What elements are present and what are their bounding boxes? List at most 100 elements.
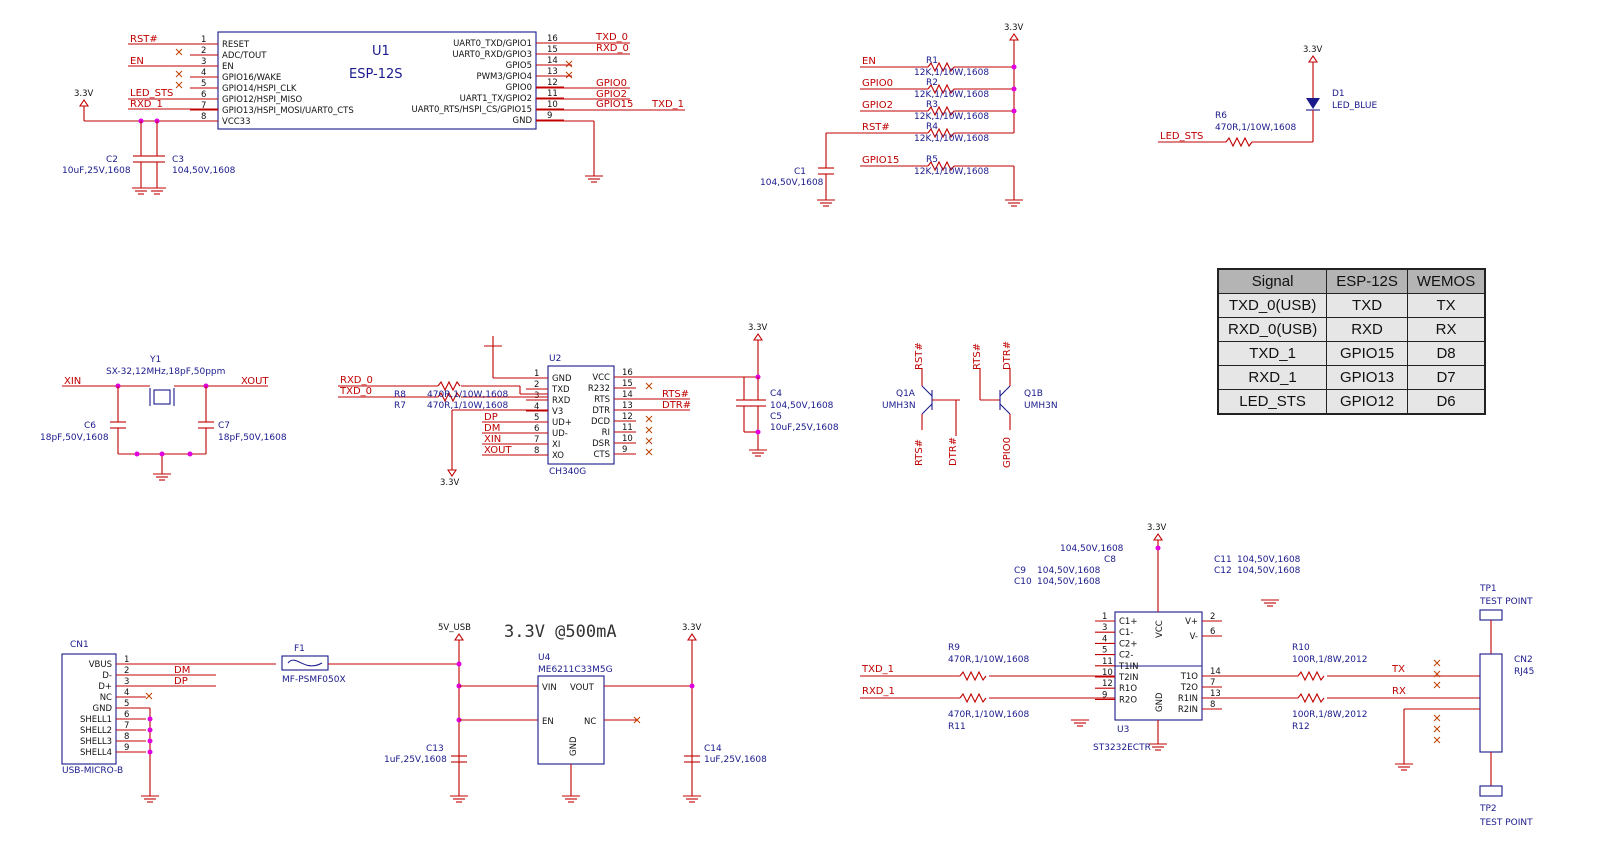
pin-number: 2 [201, 46, 206, 56]
table-cell: D8 [1406, 341, 1486, 366]
r5-value: 12K,1/10W,1608 [914, 167, 989, 177]
pin-number: 4 [124, 688, 129, 698]
pin-name: V- [1190, 632, 1198, 642]
c12-ref: C12 [1214, 566, 1232, 576]
pin-number: 14 [1210, 667, 1221, 677]
pin-name: R1IN [1178, 694, 1198, 704]
pin-name: R2O [1119, 695, 1137, 705]
y1-ref: Y1 [149, 355, 161, 365]
c11-value: 104,50V,1608 [1237, 555, 1301, 565]
pin-number: 10 [1102, 668, 1113, 678]
pin-number: 16 [622, 368, 633, 378]
regulator-note: 3.3V @500mA [504, 622, 617, 642]
c5-ref: C5 [770, 412, 782, 422]
u4-regulator: 3.3V @500mA 5V_USB U4 ME6211C33M5G VIN V… [384, 622, 767, 796]
table-header-cell: Signal [1217, 268, 1328, 294]
pin-name: XO [552, 451, 564, 461]
net-xin-u2: XIN [484, 434, 501, 445]
r7-ref: R7 [394, 401, 406, 411]
pin-number: 10 [622, 434, 633, 444]
c9-value: 104,50V,1608 [1037, 566, 1101, 576]
table-cell: TXD_1 [1217, 341, 1328, 366]
u1-ref: U1 [372, 44, 390, 59]
pin-name: C2+ [1119, 639, 1137, 649]
net-led-sts: LED_STS [130, 88, 173, 99]
r5-ref: R5 [926, 155, 938, 165]
pin-name: V3 [552, 407, 563, 417]
table-cell: LED_STS [1217, 389, 1328, 415]
r3-value: 12K,1/10W,1608 [914, 112, 989, 122]
pin-name: R1O [1119, 684, 1137, 694]
ground-icon [153, 473, 171, 481]
f1-part: MF-PSMF050X [282, 675, 346, 685]
r8-value: 470R,1/10W,1608 [427, 390, 508, 400]
reg-5v-label: 5V_USB [438, 623, 471, 633]
pin-name: UART0_RTS/HSPI_CS/GPIO15 [411, 105, 532, 115]
pin-name: GPIO12/HSPI_MISO [222, 95, 302, 105]
u4-vout: VOUT [570, 683, 595, 693]
r4-ref: R4 [926, 122, 938, 132]
pin-number: 8 [1210, 700, 1215, 710]
pin-number: 11 [622, 423, 633, 433]
pin-name: VCC [592, 373, 610, 383]
cn1-ref: CN1 [70, 640, 89, 650]
pin-name: NC [100, 693, 112, 703]
fuse-icon [281, 655, 329, 671]
table-header-cell: WEMOS [1406, 268, 1486, 294]
pin-number: 12 [622, 412, 633, 422]
c7-ref: C7 [218, 421, 230, 431]
c10-value: 104,50V,1608 [1037, 577, 1101, 587]
u4-ref: U4 [538, 653, 551, 663]
net-dp-u2: DP [484, 412, 498, 423]
net-gpio15-r5: GPIO15 [862, 155, 899, 166]
pin-name: VCC33 [222, 117, 251, 127]
net-txd1-u3: TXD_1 [861, 664, 894, 675]
r12-value: 100R,1/8W,2012 [1292, 710, 1367, 720]
c8-ref: C8 [1104, 555, 1116, 565]
tp1-icon [1479, 609, 1503, 621]
pin-number: 8 [201, 112, 206, 122]
r6-ref: R6 [1215, 111, 1227, 121]
c6-value: 18pF,50V,1608 [40, 433, 109, 443]
pin-name: SHELL1 [80, 715, 112, 725]
tp1-label: TEST POINT [1479, 597, 1533, 607]
u1-vcc-label: 3.3V [74, 89, 94, 99]
r11-value: 470R,1/10W,1608 [948, 710, 1029, 720]
table-cell: GPIO13 [1326, 365, 1408, 390]
q1a-ref: Q1A [896, 389, 916, 399]
c13-value: 1uF,25V,1608 [384, 755, 447, 765]
r3-ref: R3 [926, 100, 938, 110]
pin-name: T2O [1180, 683, 1199, 693]
pin-name: UART0_RXD/GPIO3 [452, 50, 532, 60]
u3-part: ST3232ECTR [1093, 743, 1151, 753]
pin-number: 6 [201, 90, 206, 100]
c3-value: 104,50V,1608 [172, 166, 236, 176]
ground-icon [1395, 763, 1413, 771]
pin-name: VBUS [89, 660, 112, 670]
pin-name: R2IN [1178, 705, 1198, 715]
ground-icon [1261, 599, 1279, 607]
net-rts-u2: RTS# [662, 389, 689, 400]
pin-name: GPIO16/WAKE [222, 73, 281, 83]
pin-number: 9 [547, 111, 552, 121]
u2-part: CH340G [549, 467, 586, 477]
pin-number: 1 [534, 369, 539, 379]
crystal-circuit: Y1 SX-32,12MHz,18pF,50ppm XIN XOUT C6 18… [40, 355, 287, 474]
u4-gnd: GND [569, 736, 579, 756]
c5-value: 10uF,25V,1608 [770, 423, 839, 433]
c11-ref: C11 [1214, 555, 1232, 565]
pin-number: 9 [1102, 690, 1107, 700]
pin-number: 5 [201, 79, 206, 89]
r10-ref: R10 [1292, 643, 1310, 653]
net-rst: RST# [130, 34, 158, 45]
r2-value: 12K,1/10W,1608 [914, 90, 989, 100]
reg-vcc-label: 3.3V [682, 623, 702, 633]
c14-ref: C14 [704, 744, 722, 754]
tp1-ref: TP1 [1479, 584, 1497, 594]
u4-vin: VIN [542, 683, 557, 693]
r9-value: 470R,1/10W,1608 [948, 655, 1029, 665]
